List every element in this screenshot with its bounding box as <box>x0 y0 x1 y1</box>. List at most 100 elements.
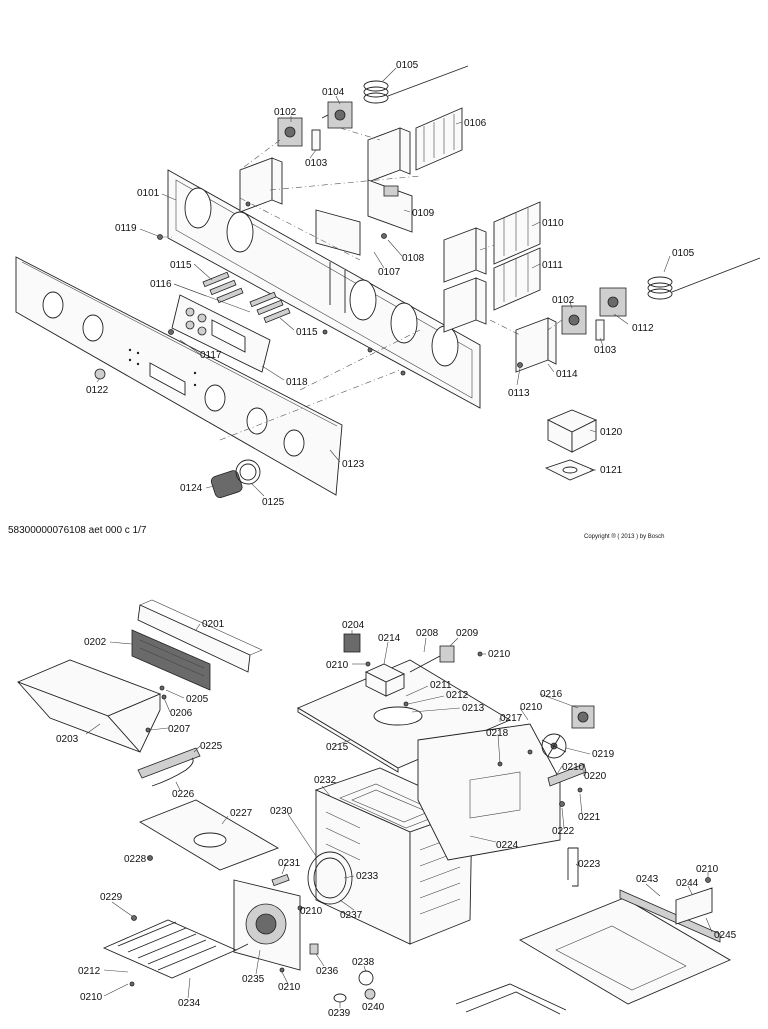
leader-lines <box>85 67 713 1008</box>
probe-socket-0236 <box>309 943 319 955</box>
selector-switch-0102-lower <box>561 305 587 335</box>
label-0232: 0232 <box>314 775 337 786</box>
label-0210f: 0210 <box>300 906 323 917</box>
part-labels: 0105 0104 0102 0106 0103 0101 0109 0119 … <box>56 60 737 1019</box>
label-0102a: 0102 <box>274 107 297 118</box>
label-0212a: 0212 <box>446 690 469 701</box>
control-panel-assembly <box>15 65 761 499</box>
label-0101: 0101 <box>137 188 160 199</box>
label-0110: 0110 <box>542 218 564 229</box>
bracket-0106-side <box>367 127 411 183</box>
seal-0239 <box>333 993 347 1003</box>
label-0244: 0244 <box>676 878 699 889</box>
fan-motor-0216 <box>571 705 595 729</box>
terminal-block-0220 <box>547 763 587 787</box>
label-0226: 0226 <box>172 789 195 800</box>
air-duct-0203 <box>16 659 162 753</box>
label-0230: 0230 <box>270 806 293 817</box>
label-0113: 0113 <box>508 388 530 399</box>
label-0225: 0225 <box>200 741 223 752</box>
oven-cavity-assembly <box>16 599 731 1015</box>
label-0115b: 0115 <box>296 327 318 338</box>
label-0116: 0116 <box>150 279 172 290</box>
board-0109 <box>367 179 413 233</box>
module-0120 <box>546 409 598 453</box>
motor-0209 <box>409 645 455 673</box>
bracket-0108 <box>315 209 361 256</box>
label-0114: 0114 <box>556 369 578 380</box>
bracket-0225 <box>137 747 201 779</box>
copyright-note: Copyright ® ( 2013 ) by Bosch <box>584 533 664 540</box>
relay-board-0110 <box>493 201 541 265</box>
label-0217: 0217 <box>500 713 523 724</box>
label-0205: 0205 <box>186 694 209 705</box>
thermostat-0104 <box>321 101 353 129</box>
label-0122: 0122 <box>86 385 109 396</box>
lamp-glass-0238 <box>358 970 374 986</box>
clip-0231 <box>271 874 290 887</box>
label-0210c: 0210 <box>520 702 543 713</box>
label-0223: 0223 <box>578 859 601 870</box>
rail-0201 <box>137 599 263 673</box>
label-0213: 0213 <box>462 703 485 714</box>
hinge-0223 <box>567 847 579 887</box>
label-0119: 0119 <box>115 223 137 234</box>
capillary-0105-lower <box>647 257 761 300</box>
plate-0121 <box>544 459 596 481</box>
label-0208: 0208 <box>416 628 439 639</box>
relay-board-0106 <box>415 107 463 171</box>
label-0203: 0203 <box>56 734 79 745</box>
bracket-right-upper <box>443 227 487 283</box>
electronic-board-0118 <box>171 294 271 373</box>
label-0123: 0123 <box>342 459 365 470</box>
label-0212b: 0212 <box>78 966 101 977</box>
bracket-0114 <box>515 317 557 373</box>
label-0228: 0228 <box>124 854 147 865</box>
label-0117: 0117 <box>200 350 222 361</box>
label-0239: 0239 <box>328 1008 351 1019</box>
label-0103b: 0103 <box>594 345 617 356</box>
thermostat-0112 <box>599 287 627 317</box>
label-0220: 0220 <box>584 771 607 782</box>
label-0227: 0227 <box>230 808 253 819</box>
label-0209: 0209 <box>456 628 479 639</box>
front-panel-0123 <box>15 256 343 496</box>
assembly-lines-upper <box>162 127 563 441</box>
bottom-heater <box>455 983 567 1015</box>
label-0206: 0206 <box>170 708 193 719</box>
rear-frame-0101 <box>167 169 481 409</box>
label-0222: 0222 <box>552 826 575 837</box>
label-0121: 0121 <box>600 465 623 476</box>
bracket-right-lower <box>443 277 487 333</box>
document-code: 58300000076108 aet 000 c 1/7 <box>8 525 147 536</box>
lamp-0240 <box>364 988 376 1000</box>
label-0204: 0204 <box>342 620 365 631</box>
label-0234: 0234 <box>178 998 201 1009</box>
label-0236: 0236 <box>316 966 339 977</box>
label-0245: 0245 <box>714 930 737 941</box>
label-0210d: 0210 <box>562 762 585 773</box>
rear-heater-panel-0235 <box>233 879 301 971</box>
label-0210h: 0210 <box>80 992 103 1003</box>
label-0109: 0109 <box>412 208 435 219</box>
wire-0226 <box>151 757 194 787</box>
label-0210e: 0210 <box>696 864 719 875</box>
label-0104: 0104 <box>322 87 345 98</box>
label-0224: 0224 <box>496 840 519 851</box>
bracket-0245 <box>675 887 713 925</box>
label-0238: 0238 <box>352 957 375 968</box>
fan-0219 <box>541 733 567 759</box>
bottom-plate-0243 <box>518 897 731 1005</box>
label-0235: 0235 <box>242 974 265 985</box>
label-0107: 0107 <box>378 267 401 278</box>
sheet-footer: 58300000076108 aet 000 c 1/7 Copyright ®… <box>8 525 664 540</box>
label-0106: 0106 <box>464 118 487 129</box>
module-0214 <box>364 663 406 697</box>
label-0216: 0216 <box>540 689 563 700</box>
rear-panel-0224 <box>417 723 561 861</box>
label-0118: 0118 <box>286 377 308 388</box>
knob-0124 <box>210 459 261 499</box>
label-0105b: 0105 <box>672 248 695 259</box>
